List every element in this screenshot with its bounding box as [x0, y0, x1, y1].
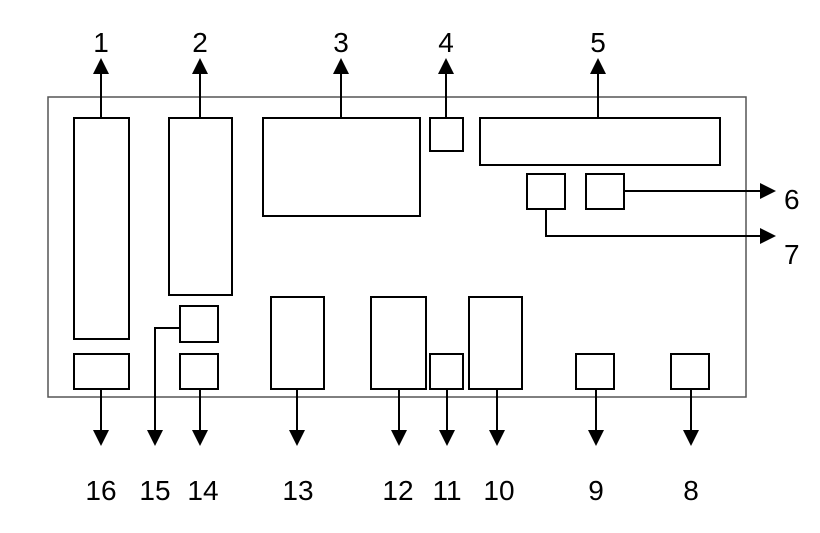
- arrowhead-icon: [391, 430, 407, 446]
- label-13: 13: [282, 475, 313, 506]
- arrowhead-icon: [147, 430, 163, 446]
- component-10: [468, 296, 523, 390]
- label-16: 16: [85, 475, 116, 506]
- arrowhead-icon: [93, 58, 109, 74]
- label-11: 11: [432, 475, 461, 506]
- arrowhead-icon: [192, 430, 208, 446]
- label-9: 9: [588, 475, 604, 506]
- arrowhead-icon: [590, 58, 606, 74]
- leader-14: [192, 389, 208, 446]
- arrowhead-icon: [588, 430, 604, 446]
- arrowhead-icon: [93, 430, 109, 446]
- label-1: 1: [93, 27, 109, 58]
- label-14: 14: [187, 475, 218, 506]
- label-15: 15: [139, 475, 170, 506]
- component-11: [429, 353, 464, 390]
- component-4: [429, 117, 464, 152]
- component-9: [575, 353, 615, 390]
- leader-8: [683, 389, 699, 446]
- label-4: 4: [438, 27, 454, 58]
- leader-10: [489, 389, 505, 446]
- label-2: 2: [192, 27, 208, 58]
- leader-5: [590, 58, 606, 118]
- component-12: [370, 296, 427, 390]
- arrowhead-icon: [192, 58, 208, 74]
- leader-1: [93, 58, 109, 118]
- label-8: 8: [683, 475, 699, 506]
- arrowhead-icon: [439, 430, 455, 446]
- arrowhead-icon: [333, 58, 349, 74]
- component-14: [179, 353, 219, 390]
- leader-7: [545, 209, 776, 244]
- label-10: 10: [483, 475, 514, 506]
- component-13: [270, 296, 325, 390]
- leader-4: [438, 58, 454, 118]
- component-8: [670, 353, 710, 390]
- leader-11: [439, 389, 455, 446]
- component-15: [179, 305, 219, 343]
- leader-2: [192, 58, 208, 118]
- component-5: [479, 117, 721, 166]
- label-12: 12: [382, 475, 413, 506]
- leader-16: [93, 389, 109, 446]
- component-7: [526, 173, 566, 210]
- leader-3: [333, 58, 349, 118]
- component-16: [73, 353, 130, 390]
- component-1: [73, 117, 130, 340]
- component-6: [585, 173, 625, 210]
- label-5: 5: [590, 27, 606, 58]
- leader-15: [147, 327, 180, 446]
- component-3: [262, 117, 421, 217]
- arrowhead-icon: [289, 430, 305, 446]
- arrowhead-icon: [683, 430, 699, 446]
- leader-13: [289, 389, 305, 446]
- component-2: [168, 117, 233, 296]
- arrowhead-icon: [760, 183, 776, 199]
- arrowhead-icon: [438, 58, 454, 74]
- arrowhead-icon: [489, 430, 505, 446]
- label-6: 6: [784, 184, 800, 215]
- leader-9: [588, 389, 604, 446]
- leader-12: [391, 389, 407, 446]
- label-7: 7: [784, 239, 800, 270]
- leader-6: [624, 183, 776, 199]
- label-3: 3: [333, 27, 349, 58]
- arrowhead-icon: [760, 228, 776, 244]
